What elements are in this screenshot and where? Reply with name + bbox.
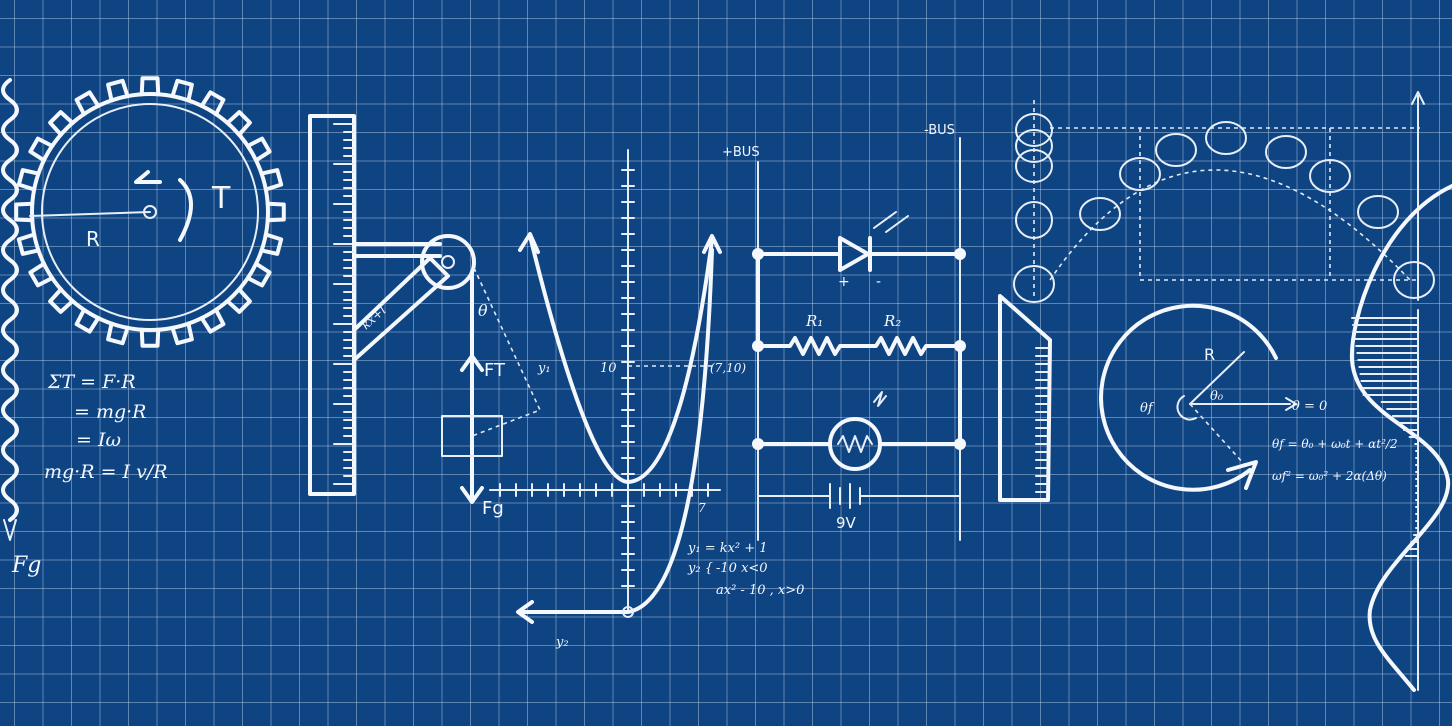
force-t-label: FT bbox=[484, 360, 506, 381]
gear-icon bbox=[14, 76, 286, 348]
equation-1: ΣT = F·R bbox=[47, 371, 136, 393]
gear-tooth bbox=[265, 201, 286, 223]
graph-tick-7: 7 bbox=[698, 501, 706, 515]
gear-tooth bbox=[16, 232, 41, 256]
gear-tooth bbox=[48, 287, 75, 314]
battery-label: 9V bbox=[836, 514, 857, 532]
gear-tooth bbox=[199, 90, 226, 117]
force-g-label: Fg bbox=[482, 498, 504, 519]
gear-tooth bbox=[245, 261, 272, 288]
gear-tooth bbox=[28, 136, 55, 163]
left-fg-label: Fg bbox=[11, 553, 41, 578]
diode-minus-label: - bbox=[876, 274, 881, 290]
gear-tooth bbox=[225, 287, 252, 314]
bus-minus-label: -BUS bbox=[924, 123, 955, 138]
gear-tooth bbox=[245, 136, 272, 163]
ruler-icon: kx+l bbox=[308, 114, 450, 496]
wave-icon bbox=[1349, 184, 1452, 692]
pulley-icon bbox=[420, 234, 542, 504]
graph-y2-label: y₂ bbox=[555, 635, 569, 650]
gear-tooth bbox=[16, 168, 41, 192]
graph-point-label: (7,10) bbox=[710, 361, 746, 375]
graph-equation-1: y₁ = kx² + 1 bbox=[687, 541, 768, 556]
svg-text:y₂ {: y₂ { bbox=[687, 561, 713, 576]
gear-radius-label: R bbox=[86, 227, 100, 251]
gear-tooth bbox=[74, 307, 101, 334]
resistor-1-label: R₁ bbox=[805, 312, 823, 330]
graph-tick-10: 10 bbox=[600, 361, 617, 376]
pulley-theta-label: θ bbox=[478, 301, 488, 320]
rotation-circle-icon bbox=[1099, 303, 1297, 492]
gear-tooth bbox=[199, 307, 226, 334]
kinematics-eq-2: ωf² = ω₀² + 2α(Δθ) bbox=[1272, 469, 1387, 483]
circle-radius-label: R bbox=[1204, 345, 1215, 364]
gear-torque-label: T bbox=[211, 181, 231, 216]
kinematics-eq-1: θf = θ₀ + ω₀t + αt²/2 bbox=[1272, 437, 1398, 451]
graph-y1-label: y₁ bbox=[537, 361, 551, 376]
gear-tooth bbox=[48, 110, 75, 137]
theta-0-label: θ₀ bbox=[1210, 389, 1224, 404]
pendulum-icon bbox=[998, 91, 1435, 502]
gear-tooth bbox=[28, 261, 55, 288]
gear-tooth bbox=[170, 321, 194, 346]
equation-4: mg·R = I v/R bbox=[44, 461, 168, 483]
equation-3: = Iω bbox=[76, 429, 121, 451]
gear-tooth bbox=[139, 327, 161, 348]
gear-tooth bbox=[106, 321, 130, 346]
gear-tooth bbox=[14, 201, 35, 223]
gear-tooth bbox=[139, 76, 161, 97]
graph-equation-2b: ax² - 10 , x>0 bbox=[716, 583, 804, 598]
graph-equation-2a: -10 x<0 bbox=[716, 561, 768, 576]
gear-tooth bbox=[259, 168, 284, 192]
gear-tooth bbox=[106, 78, 130, 103]
theta-zero-label: θ = 0 bbox=[1292, 399, 1327, 414]
left-spring-icon bbox=[1, 78, 19, 541]
resistor-2-label: R₂ bbox=[883, 312, 901, 330]
gear-tooth bbox=[170, 78, 194, 103]
diode-plus-label: + bbox=[838, 274, 850, 290]
circuit-icon bbox=[752, 137, 966, 541]
svg-text:kx+l: kx+l bbox=[359, 303, 389, 332]
parabola-graph-icon bbox=[489, 149, 722, 624]
bus-plus-label: +BUS bbox=[722, 145, 760, 160]
equation-2: = mg·R bbox=[74, 401, 146, 423]
gear-tooth bbox=[259, 232, 284, 256]
gear-tooth bbox=[74, 90, 101, 117]
theta-f-label: θf bbox=[1140, 401, 1155, 416]
gear-tooth bbox=[225, 110, 252, 137]
